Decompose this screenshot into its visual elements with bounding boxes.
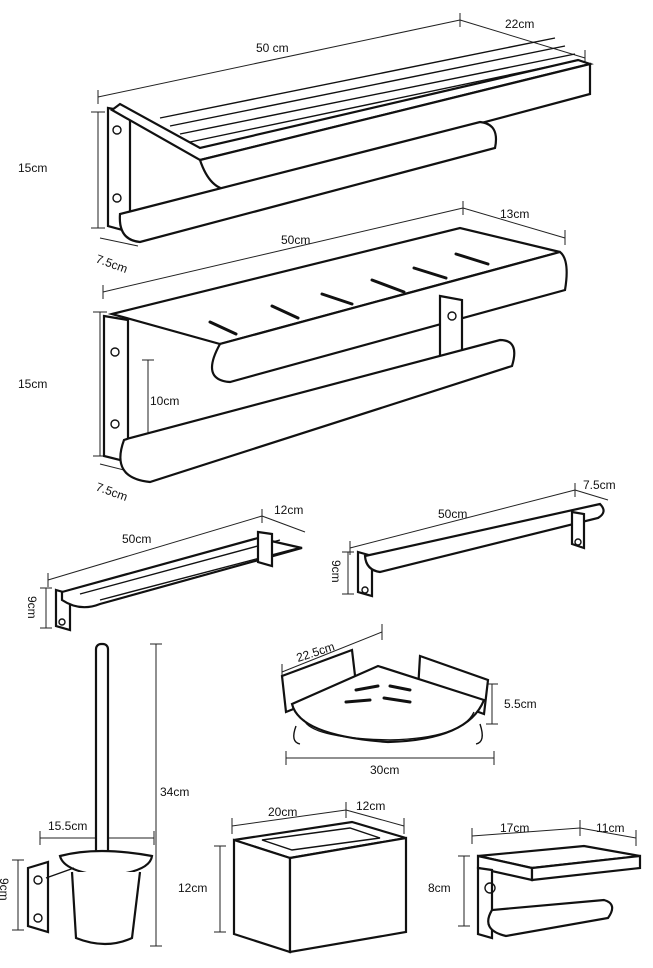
double-bar-height-label: 9cm [25, 596, 39, 619]
shelf-depth-label: 13cm [500, 207, 529, 221]
brush-height-label: 34cm [160, 785, 189, 799]
double-bar-width-label: 50cm [122, 532, 151, 546]
corner-basket: 22.5cm 5.5cm 30cm [280, 624, 537, 777]
holder-height-label: 8cm [428, 881, 451, 895]
toilet-brush: 34cm 15.5cm 9cm [0, 642, 189, 947]
brush-width-label: 15.5cm [48, 819, 87, 833]
holder-width-label: 17cm [500, 821, 529, 835]
shelf-height-label: 15cm [18, 377, 47, 391]
shelf-width-label: 50cm [281, 233, 310, 247]
towel-rack: 50 cm 22cm 15cm 7.5cm [18, 13, 594, 276]
holder-depth-label: 11cm [596, 821, 624, 835]
tissue-height-label: 12cm [178, 881, 207, 895]
basket-span-label: 30cm [370, 763, 399, 777]
double-bar-depth-label: 12cm [274, 503, 303, 517]
brush-mount-label: 9cm [0, 878, 11, 901]
towel-rack-bracket-label: 7.5cm [94, 252, 130, 276]
single-bar-depth-label: 7.5cm [583, 478, 616, 492]
phone-paper-holder: 17cm 11cm 8cm [428, 820, 642, 940]
single-bar-width-label: 50cm [438, 507, 467, 521]
double-bar: 50cm 12cm 9cm [25, 503, 306, 632]
towel-rack-height-label: 15cm [18, 161, 47, 175]
tissue-depth-label: 12cm [356, 799, 385, 813]
single-bar-height-label: 9cm [329, 560, 343, 583]
single-bar: 50cm 7.5cm 9cm [329, 478, 616, 598]
shelf-bar-gap-label: 10cm [150, 394, 179, 408]
tissue-width-label: 20cm [268, 805, 297, 819]
basket-height-label: 5.5cm [504, 697, 537, 711]
shelf-bracket-label: 7.5cm [94, 480, 130, 504]
towel-rack-depth-label: 22cm [505, 17, 534, 31]
tissue-box: 20cm 12cm 12cm [178, 799, 408, 954]
shelf: 50cm 13cm 15cm 10cm 7.5cm [18, 201, 568, 504]
towel-rack-width-label: 50 cm [256, 41, 289, 55]
